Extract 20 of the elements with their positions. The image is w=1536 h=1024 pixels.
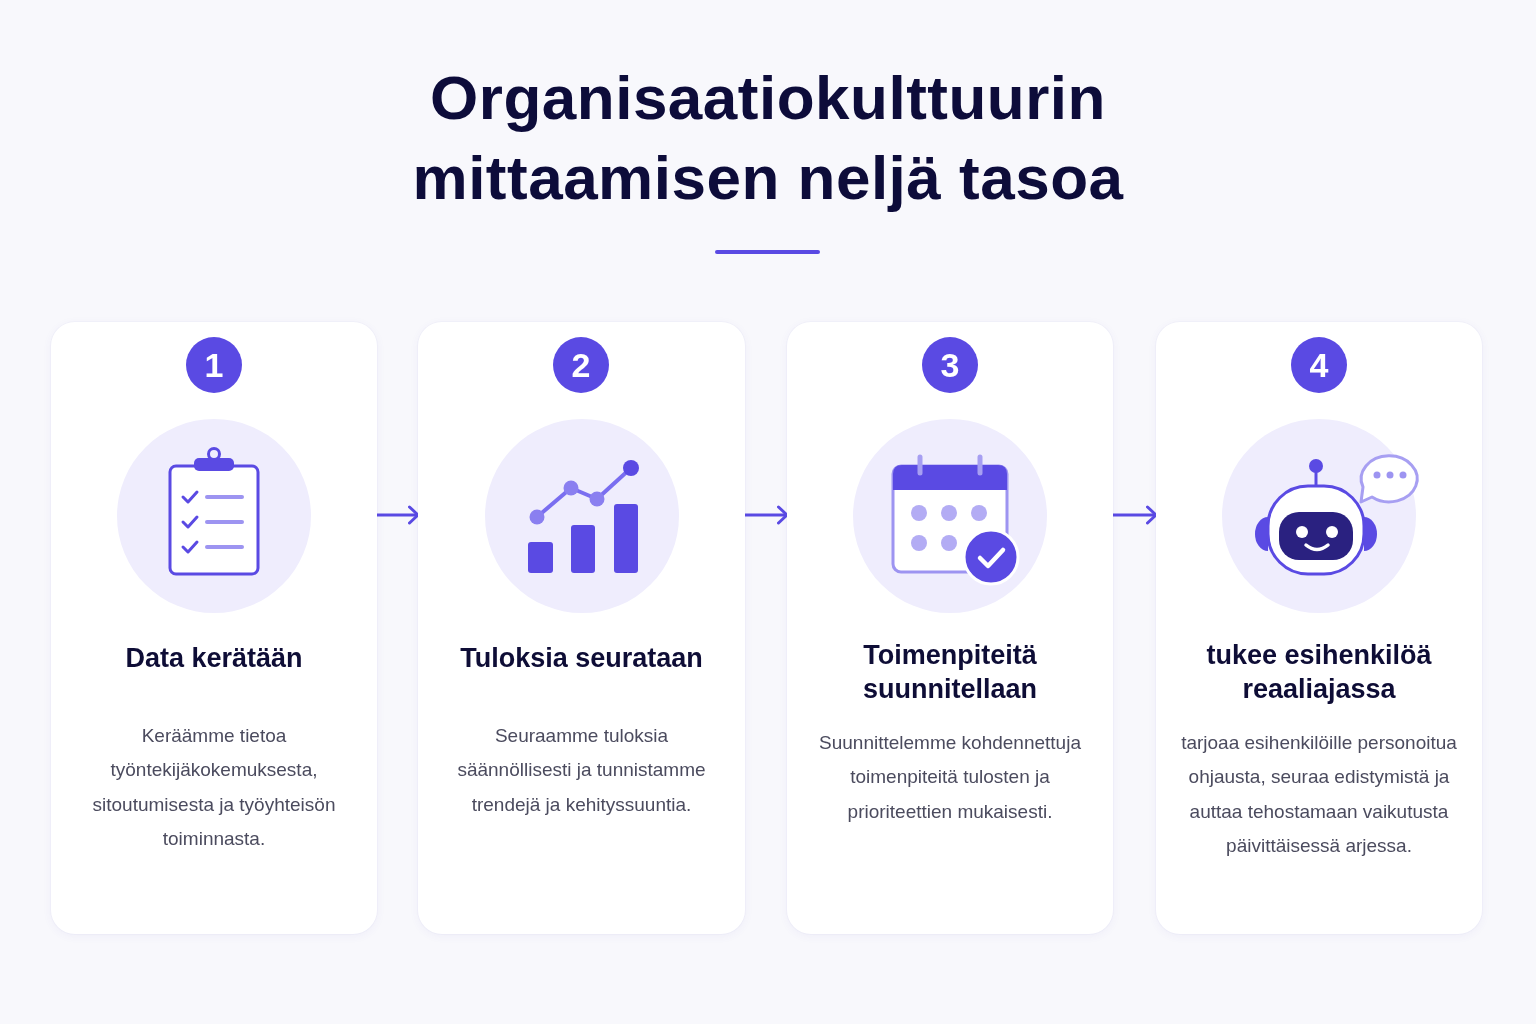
step-description: Seuraamme tuloksia säännöllisesti ja tunnistamme trendejä ja kehityssuuntia. [456,724,707,817]
step-heading: Data kerätään [124,642,304,675]
step-number: 1 [186,337,242,393]
step-heading: Toimenpiteitä suunnitellaan [862,639,1038,706]
title: Organisaatiokulttuurin mittaamisen neljä tasoa [411,62,1125,214]
arrow [375,505,420,525]
step-heading: Tuloksia seurataan [459,642,704,675]
step-card [787,322,1113,934]
step-heading: tukee esihenkilöä reaaliajassa [1205,639,1433,706]
step-number: 4 [1291,337,1347,393]
step-number: 2 [553,337,609,393]
step-description: Suunnittelemme kohdennettuja toimenpiteitä tulosten ja prioriteettien mukaisesti. [818,731,1082,824]
step-description: tarjoaa esihenkilöille personoitua ohjausta, seuraa edistymistä ja auttaa tehostamaan vaikutusta päivittäisessä arjessa. [1181,731,1457,859]
arrow [743,505,789,525]
step-card [1156,322,1482,934]
arrow [1111,505,1158,525]
step-card [51,322,377,934]
step-number: 3 [922,337,978,393]
step-description: Keräämme tietoa työntekijäkokemuksesta, sitoutumisesta ja työyhteisön toiminnasta. [91,724,337,852]
step-card [418,322,745,934]
